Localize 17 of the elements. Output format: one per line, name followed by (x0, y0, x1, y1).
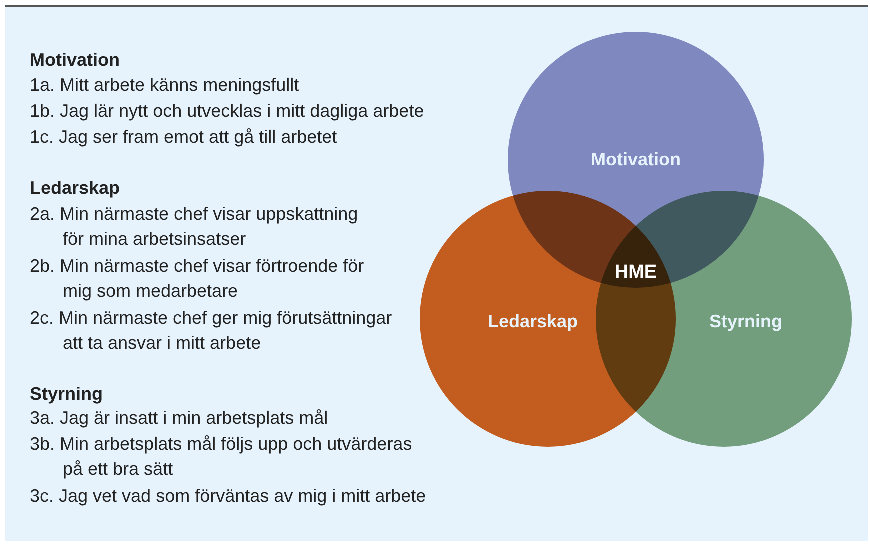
section-heading: Styrning (30, 383, 104, 406)
circle-label: Motivation (591, 150, 681, 170)
survey-item: 1a. Mitt arbete känns meningsfullt (30, 74, 300, 97)
survey-item: 1c. Jag ser fram emot att gå till arbetet (30, 126, 338, 149)
survey-item: 3b. Min arbetsplats mål följs upp och utvärderas på ett bra sätt (30, 433, 414, 481)
circle-label: Styrning (710, 312, 782, 332)
section-heading: Ledarskap (30, 177, 122, 200)
center-label: HME (614, 262, 658, 284)
survey-item: 3a. Jag är insatt i min arbetsplats mål (30, 407, 330, 430)
survey-item: 3c. Jag vet vad som förväntas av mig i mitt arbete (30, 485, 428, 508)
venn-circle (596, 191, 852, 447)
survey-item: 1b. Jag lär nytt och utvecklas i mitt dagliga arbete (30, 100, 426, 123)
section-heading: Motivation (30, 49, 121, 72)
circle-label: Ledarskap (488, 312, 578, 332)
survey-item: 2c. Min närmaste chef ger mig förutsättningar att ta ansvar i mitt arbete (30, 307, 394, 355)
survey-item: 2a. Min närmaste chef visar uppskattning för mina arbetsinsatser (30, 203, 360, 251)
survey-item: 2b. Min närmaste chef visar förtroende för mig som medarbetare (30, 255, 366, 303)
